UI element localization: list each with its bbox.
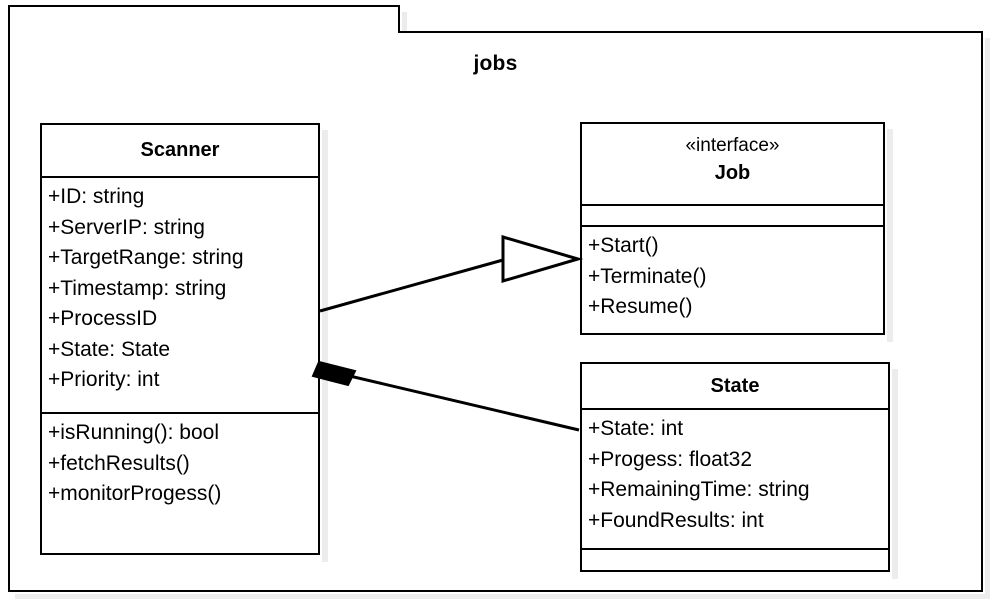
scanner-operations-compartment: +isRunning(): bool +fetchResults() +moni… <box>42 412 318 553</box>
class-box-job[interactable]: «interface» Job +Start() +Terminate() +R… <box>580 122 885 335</box>
job-class-name: Job <box>714 162 751 184</box>
package-body-shadow-right <box>985 38 990 599</box>
scanner-attribute: +Timestamp: string <box>48 276 227 300</box>
job-operations-compartment: +Start() +Terminate() +Resume() <box>582 225 883 333</box>
scanner-attribute: +ProcessID <box>48 307 158 330</box>
state-attribute: +Progess: float32 <box>588 447 753 471</box>
state-class-name: State <box>710 375 760 397</box>
class-box-state[interactable]: State +State: int +Progess: float32 +Rem… <box>580 362 890 572</box>
package-name-label: jobs <box>473 52 518 75</box>
scanner-operation: +isRunning(): bool <box>48 421 220 444</box>
scanner-attributes-compartment: +ID: string +ServerIP: string +TargetRan… <box>42 176 318 412</box>
class-box-scanner[interactable]: Scanner +ID: string +ServerIP: string +T… <box>40 123 320 555</box>
job-operation: +Start() <box>588 234 659 257</box>
scanner-attribute: +State: State <box>48 337 171 361</box>
scanner-operation: +fetchResults() <box>48 451 190 475</box>
scanner-operation: +monitorProgess() <box>48 482 222 505</box>
scanner-attribute: +Priority: int <box>48 368 160 391</box>
state-attributes-compartment: +State: int +Progess: float32 +Remaining… <box>582 408 888 548</box>
state-attribute: +State: int <box>588 417 684 440</box>
job-class-shadow <box>887 129 893 342</box>
job-attributes-compartment <box>582 204 883 225</box>
state-operations-compartment <box>582 548 888 570</box>
job-stereotype-label: «interface» <box>685 135 780 156</box>
state-class-shadow <box>892 369 898 579</box>
state-attribute: +RemainingTime: string <box>588 478 810 501</box>
state-attribute: +FoundResults: int <box>588 508 764 532</box>
package-tab-shadow <box>402 12 407 34</box>
job-operation: +Terminate() <box>588 264 707 288</box>
scanner-attribute: +TargetRange: string <box>48 246 244 269</box>
package-tab[interactable] <box>8 5 400 33</box>
scanner-attribute: +ServerIP: string <box>48 215 205 239</box>
job-class-header: «interface» Job <box>582 124 883 204</box>
scanner-class-shadow <box>322 130 328 562</box>
package-body-shadow-bottom <box>15 594 990 599</box>
scanner-attribute: +ID: string <box>48 185 145 208</box>
job-operation: +Resume() <box>588 295 693 318</box>
scanner-class-name: Scanner <box>140 139 220 161</box>
